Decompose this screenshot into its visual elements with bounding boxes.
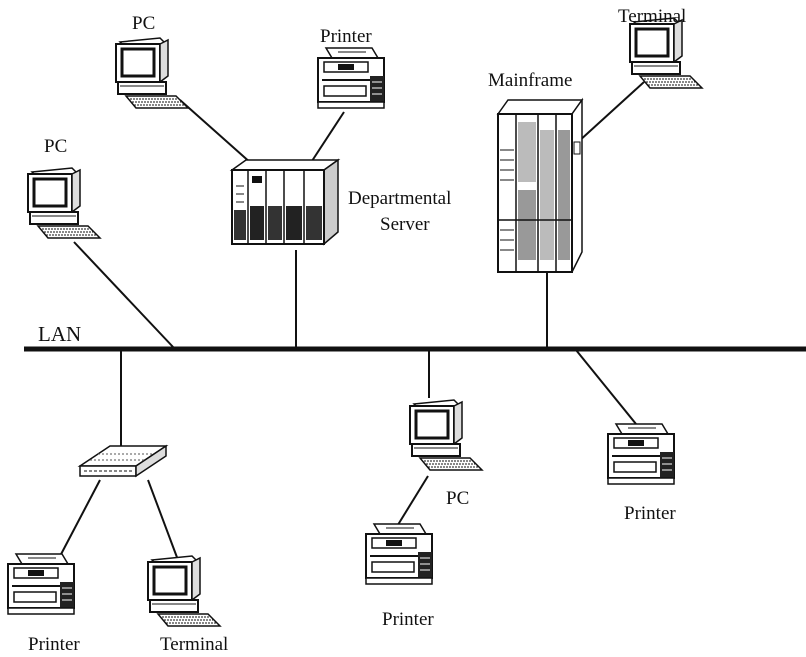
lan-label: LAN xyxy=(38,322,81,346)
link-pc-printer-mid xyxy=(395,475,429,529)
link-pc-left-lan xyxy=(73,241,175,349)
printer-right-icon xyxy=(607,423,675,485)
printer-mid-icon xyxy=(365,523,433,585)
link-terminal-mainframe xyxy=(577,81,645,143)
printer-bottom-left-icon xyxy=(7,553,75,615)
link-hub-printer xyxy=(57,479,101,561)
terminal-bottom-icon xyxy=(146,554,222,628)
link-hub-terminal xyxy=(147,479,179,561)
printer-top-label: Printer xyxy=(320,26,372,47)
departmental-server-icon xyxy=(231,159,339,245)
printer-mid-label: Printer xyxy=(382,609,434,630)
link-pc-top-server xyxy=(179,99,253,165)
printer-right-label: Printer xyxy=(624,503,676,524)
pc-mid-icon xyxy=(408,398,484,472)
link-lan-printer-right xyxy=(575,349,637,425)
hub-icon xyxy=(79,445,167,477)
link-printer-top-server xyxy=(309,111,345,165)
server-label-line1: Departmental xyxy=(348,188,451,209)
mainframe-label: Mainframe xyxy=(488,70,572,91)
pc-left-icon xyxy=(26,166,102,240)
terminal-top-icon xyxy=(628,16,704,90)
mainframe-icon xyxy=(497,99,583,273)
pc-top-label: PC xyxy=(132,13,155,34)
pc-left-label: PC xyxy=(44,136,67,157)
server-label-line2: Server xyxy=(380,214,430,235)
terminal-top-label: Terminal xyxy=(618,6,686,27)
pc-mid-label: PC xyxy=(446,488,469,509)
pc-top-icon xyxy=(114,36,190,110)
terminal-bottom-label: Terminal xyxy=(160,634,228,655)
links xyxy=(57,81,645,561)
printer-bottom-left-label: Printer xyxy=(28,634,80,655)
printer-top-icon xyxy=(317,47,385,109)
